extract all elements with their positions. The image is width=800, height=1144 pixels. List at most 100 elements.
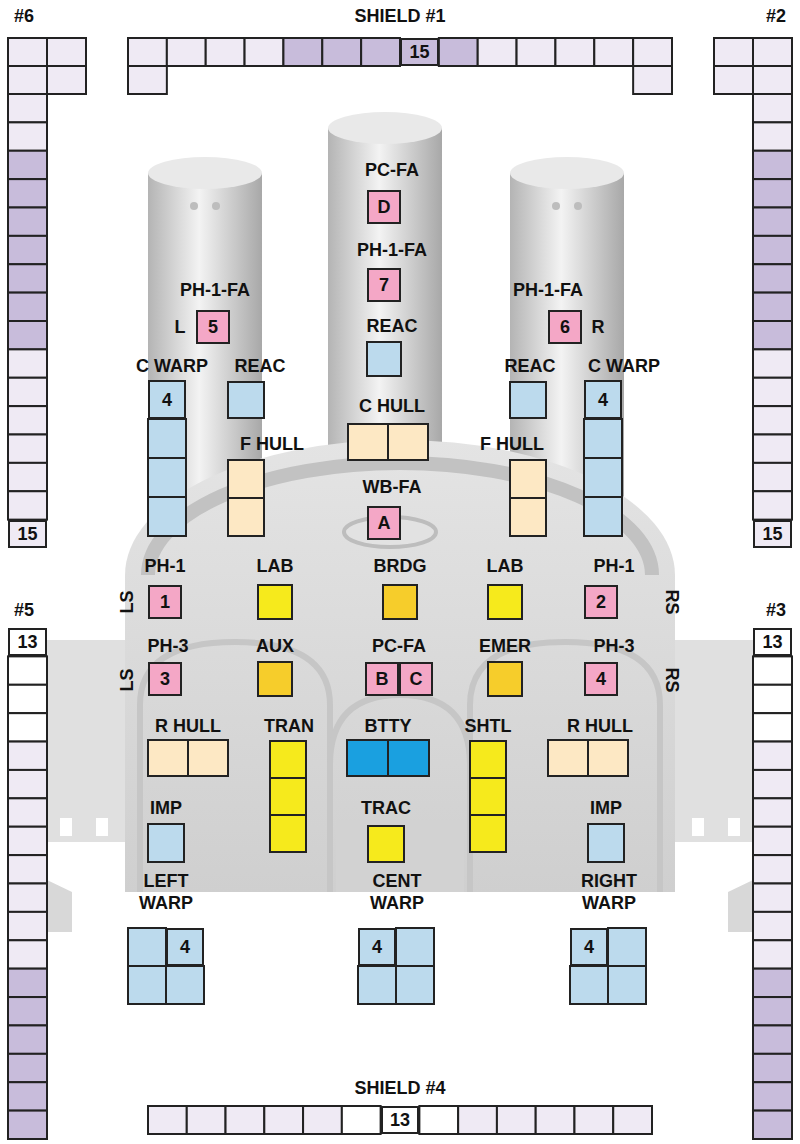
system-box [753,236,792,264]
system-box [753,179,792,207]
system-box [548,740,588,776]
system-box [8,997,47,1025]
system-label: PC-FA [365,159,419,181]
weapon-box: 6 [548,310,582,344]
system-box [166,966,204,1004]
system-box [753,321,792,349]
nacelle-dot [190,202,198,210]
weapon-box: D [367,190,401,224]
system-label: LEFT WARP [121,870,211,914]
system-box [264,1106,303,1134]
system-label: BRDG [374,555,427,577]
box-number: 15 [17,525,37,543]
system-box [753,656,792,684]
system-box [8,66,47,94]
system-box [8,406,47,434]
system-box [270,741,306,778]
shield-box: 13 [381,1106,420,1134]
system-box [470,741,506,778]
system-box [608,928,646,966]
system-box [478,38,517,66]
system-box [367,342,401,376]
system-box [388,740,429,776]
system-box [753,94,792,122]
system-box [753,940,792,968]
system-box [753,855,792,883]
system-label: PH-1-FA [513,279,583,301]
system-label: REAC [504,355,555,377]
box-number: 4 [180,938,190,956]
system-box [226,1106,265,1134]
system-box [8,38,47,66]
system-box [584,497,622,536]
system-box [8,855,47,883]
system-box [148,497,186,536]
system-box [753,208,792,236]
nacelle-cap [510,157,624,189]
system-box [753,463,792,491]
system-box [8,349,47,377]
system-box [342,1106,381,1134]
pylon-fin [728,880,753,932]
system-box [753,827,792,855]
box-number: 15 [409,43,429,61]
system-box [347,740,388,776]
system-box [510,498,546,536]
system-label: C HULL [359,395,425,417]
nacelle-dot [212,202,220,210]
system-box [458,1106,497,1134]
nacelle-cap [328,112,442,144]
hull-arch [330,695,470,892]
box-number: 1 [160,593,170,611]
box-number: A [378,514,391,532]
weapon-box: 7 [367,268,401,302]
system-box [594,38,633,66]
system-label: PH-1 [593,555,634,577]
system-box [47,38,86,66]
hull-arch [470,642,660,892]
system-box [753,122,792,150]
system-box [8,1082,47,1110]
system-label: RS [661,589,683,614]
system-box [753,969,792,997]
system-box [8,463,47,491]
shield-box: 15 [753,520,792,548]
warp-box: 4 [570,928,608,966]
system-box [128,66,167,94]
system-label: SHIELD #4 [354,1077,445,1099]
system-box [497,1106,536,1134]
weapon-box: 3 [148,662,182,696]
system-box [128,966,166,1004]
system-label: #3 [766,599,786,621]
system-box [148,740,188,776]
box-number: 5 [208,318,218,336]
system-box [753,293,792,321]
box-number: 4 [584,938,594,956]
pylon-port [60,818,72,836]
pylon-fin [47,880,72,932]
system-box [8,179,47,207]
system-label: #5 [14,599,34,621]
system-label: REAC [234,355,285,377]
hull-arch [140,642,330,892]
system-box [303,1106,342,1134]
system-box [588,824,624,862]
system-box [206,38,245,66]
system-label: F HULL [240,433,304,455]
system-label: LAB [487,555,524,577]
system-box [753,685,792,713]
system-label: C WARP [136,355,208,377]
system-box [148,419,186,458]
system-box [510,382,546,418]
system-label: LAB [257,555,294,577]
pylon-port [728,818,740,836]
system-box [8,884,47,912]
pylon-port [692,818,704,836]
system-box [588,740,628,776]
system-box [633,38,672,66]
system-box [470,815,506,852]
system-label: BTTY [365,715,412,737]
main-hull [125,440,675,892]
shield-box: 15 [400,38,439,66]
system-box [753,66,792,94]
